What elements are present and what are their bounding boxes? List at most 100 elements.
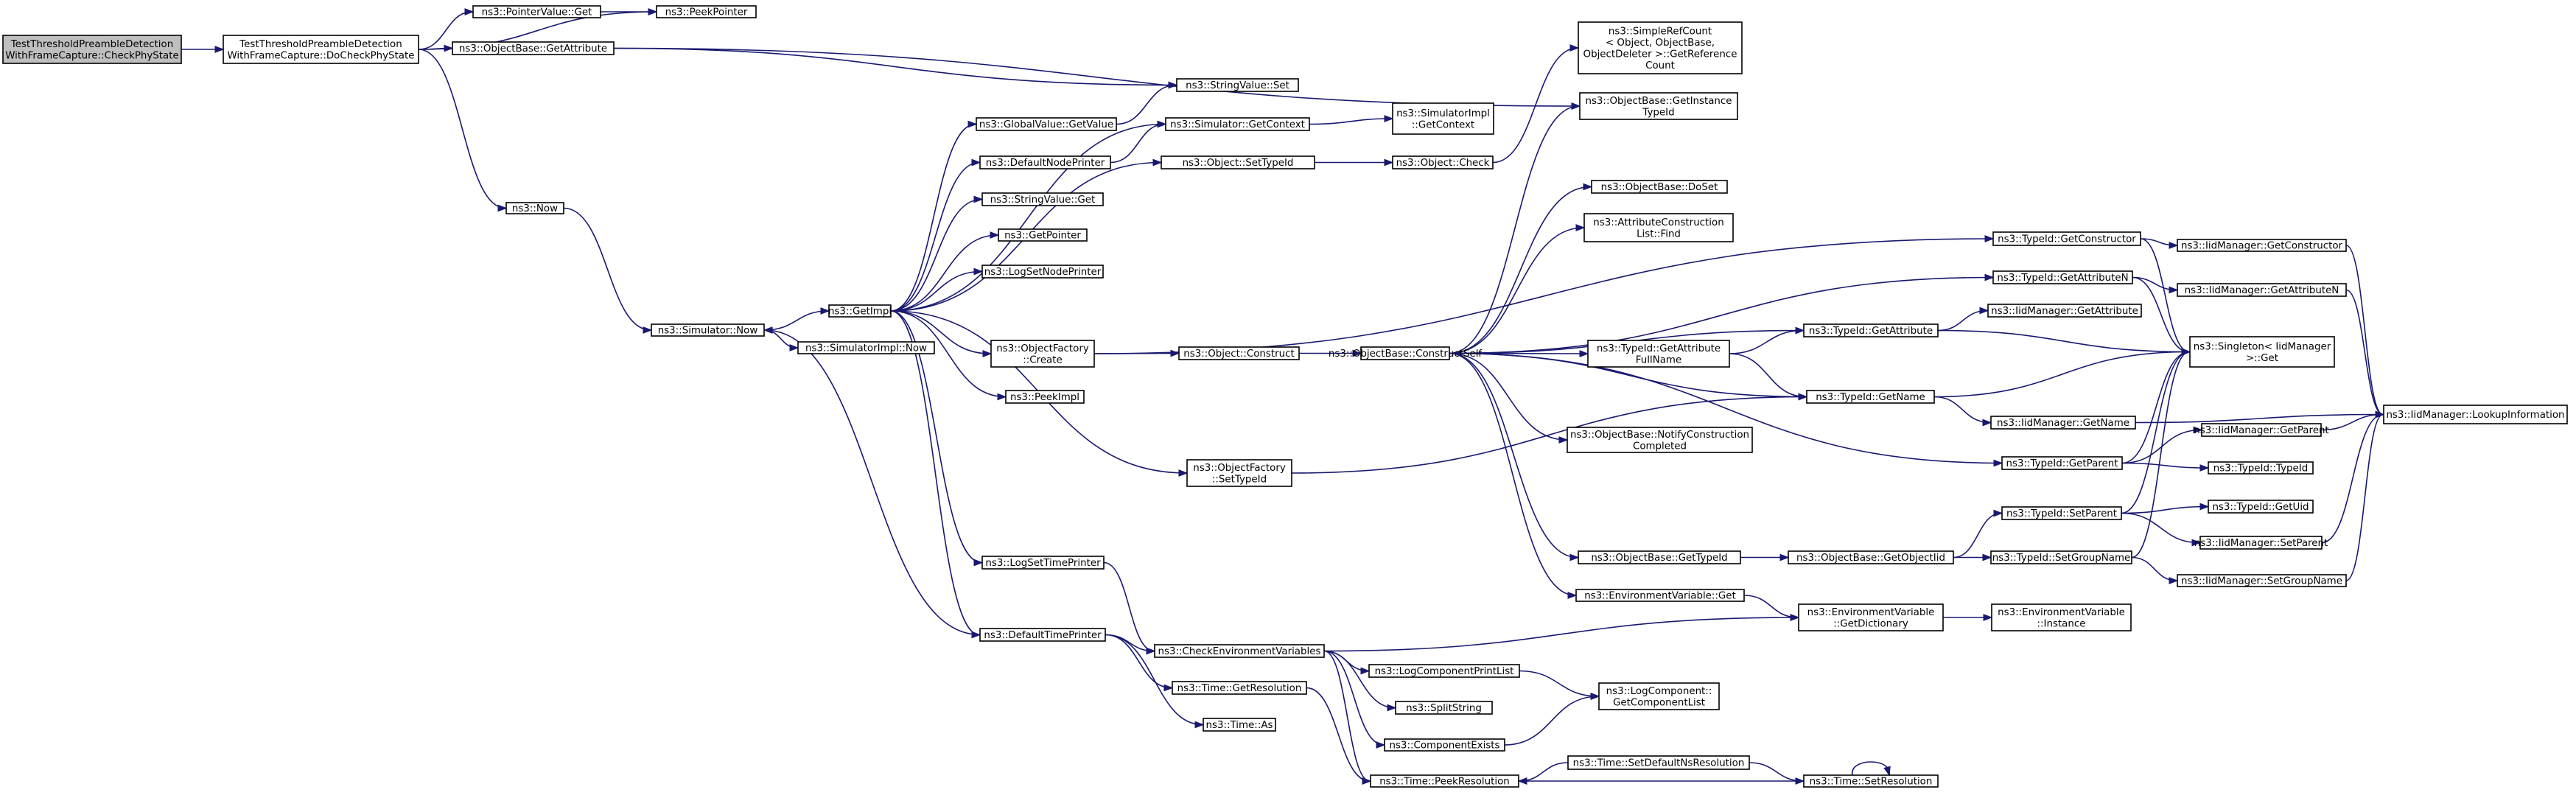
graph-node[interactable]: ns3::EnvironmentVariable::Get xyxy=(1575,589,1745,602)
edge-line xyxy=(1504,696,1599,746)
graph-node[interactable]: ns3::ObjectBase::ConstructSelf xyxy=(1329,346,1483,360)
graph-node[interactable]: ns3::EnvironmentVariable::Instance xyxy=(1991,603,2132,631)
node-box xyxy=(1806,390,1935,404)
call-edge xyxy=(890,310,993,357)
node-box xyxy=(1587,340,1730,368)
graph-node[interactable]: ns3::TypeId::GetParent xyxy=(2001,456,2123,470)
graph-node[interactable]: ns3::Time::PeekResolution xyxy=(1370,774,1519,788)
edge-line xyxy=(890,123,976,312)
graph-node[interactable]: ns3::LogComponentPrintList xyxy=(1368,664,1520,678)
graph-node[interactable]: ns3::TypeId::GetUid xyxy=(2208,500,2314,514)
node-box xyxy=(2189,336,2335,368)
graph-node[interactable]: ns3::PeekImpl xyxy=(1005,390,1085,404)
graph-node[interactable]: ns3::Object::SetTypeId xyxy=(1161,155,1315,169)
graph-node[interactable]: ns3::Object::Check xyxy=(1392,155,1494,169)
graph-node[interactable]: ns3::ComponentExists xyxy=(1384,738,1505,752)
graph-node[interactable]: ns3::IidManager::SetParent xyxy=(2194,536,2328,550)
graph-node[interactable]: ns3::ObjectBase::GetObjectIid xyxy=(1788,550,1954,564)
graph-node[interactable]: ns3::TypeId::GetConstructor xyxy=(1992,231,2141,246)
graph-node[interactable]: ns3::GlobalValue::GetValue xyxy=(976,117,1117,131)
graph-node[interactable]: ns3::Object::Construct xyxy=(1178,346,1300,360)
edge-arrowhead xyxy=(1152,158,1163,167)
graph-node[interactable]: ns3::LogSetNodePrinter xyxy=(981,265,1104,279)
node-box xyxy=(2177,574,2347,587)
graph-node[interactable]: ns3::CheckEnvironmentVariables xyxy=(1154,644,1325,658)
graph-node[interactable]: ns3::PointerValue::Get xyxy=(472,5,601,18)
edge-line xyxy=(2121,351,2190,464)
graph-node[interactable]: ns3::TypeId::SetGroupName xyxy=(1990,550,2132,564)
edge-line xyxy=(1110,123,1166,164)
graph-node[interactable]: ns3::TypeId::GetAttributeN xyxy=(1992,270,2133,284)
graph-node[interactable]: ns3::ObjectBase::DoSet xyxy=(1591,180,1728,194)
graph-node[interactable]: ns3::Now xyxy=(505,202,564,214)
edge-arrowhead xyxy=(1146,647,1156,655)
graph-node[interactable]: ns3::TypeId::SetParent xyxy=(2001,506,2122,520)
graph-node[interactable]: ns3::DefaultTimePrinter xyxy=(979,628,1106,642)
graph-node[interactable]: ns3::ObjectBase::GetAttribute xyxy=(452,41,615,55)
graph-node[interactable]: TestThresholdPreambleDetectionWithFrameC… xyxy=(2,35,182,64)
graph-node[interactable]: ns3::ObjectFactory::Create xyxy=(990,340,1095,368)
call-edge xyxy=(1449,352,1580,561)
graph-node[interactable]: ns3::IidManager::SetGroupName xyxy=(2177,574,2347,587)
graph-node[interactable]: ns3::StringValue::Set xyxy=(1176,78,1299,92)
node-label: ns3::Object::SetTypeId xyxy=(1183,158,1294,169)
node-label: ns3::LogSetNodePrinter xyxy=(984,267,1102,278)
node-box xyxy=(2208,500,2314,514)
graph-node[interactable]: ns3::ObjectBase::GetTypeId xyxy=(1578,550,1741,564)
graph-node[interactable]: ns3::IidManager::LookupInformation xyxy=(2383,405,2568,424)
edge-arrowhead xyxy=(2199,464,2210,472)
node-box xyxy=(1161,155,1315,169)
graph-node[interactable]: ns3::EnvironmentVariable::GetDictionary xyxy=(1798,603,1944,631)
edge-arrowhead xyxy=(1558,436,1569,444)
graph-node[interactable]: TestThresholdPreambleDetectionWithFrameC… xyxy=(223,35,419,64)
graph-node[interactable]: ns3::IidManager::GetAttribute xyxy=(1987,304,2142,318)
graph-node[interactable]: ns3::SimulatorImpl::GetContext xyxy=(1392,102,1494,135)
call-edge xyxy=(1093,349,1180,357)
graph-node[interactable]: ns3::IidManager::GetAttributeN xyxy=(2177,283,2347,297)
graph-node[interactable]: ns3::Time::As xyxy=(1203,718,1276,732)
edge-arrowhead xyxy=(1798,393,1808,401)
node-box xyxy=(2177,239,2347,252)
call-edge xyxy=(1449,352,1578,599)
graph-node[interactable]: ns3::Time::SetDefaultNsResolution xyxy=(1567,755,1750,770)
graph-node[interactable]: ns3::Time::SetResolution xyxy=(1803,774,1939,788)
node-label: ns3::Time::PeekResolution xyxy=(1379,777,1510,788)
graph-node[interactable]: ns3::TypeId::GetName xyxy=(1806,390,1935,404)
call-edge xyxy=(763,307,830,331)
node-label: ns3::SplitString xyxy=(1406,703,1482,714)
graph-node[interactable]: ns3::Simulator::Now xyxy=(651,323,765,337)
call-edge xyxy=(2131,556,2179,584)
graph-node[interactable]: ns3::PeekPointer xyxy=(656,5,757,18)
edge-arrowhead xyxy=(763,326,773,334)
graph-node[interactable]: ns3::IidManager::GetName xyxy=(1990,416,2136,430)
node-label: ns3::StringValue::Set xyxy=(1186,80,1289,91)
edge-arrowhead xyxy=(1575,224,1586,231)
graph-node[interactable]: ns3::TypeId::TypeId xyxy=(2208,461,2314,475)
graph-node[interactable]: ns3::SplitString xyxy=(1395,701,1493,715)
graph-node[interactable]: ns3::GetImpl xyxy=(828,304,892,318)
graph-node[interactable]: ns3::SimpleRefCount< Object, ObjectBase,… xyxy=(1578,21,1743,74)
call-edge xyxy=(890,120,978,312)
graph-node[interactable]: ns3::GetPointer xyxy=(998,228,1088,242)
graph-node[interactable]: ns3::StringValue::Get xyxy=(981,192,1104,206)
graph-node[interactable]: ns3::IidManager::GetParent xyxy=(2194,423,2329,437)
graph-node[interactable]: ns3::ObjectBase::NotifyConstructionCompl… xyxy=(1567,427,1753,453)
node-label: ns3::LogComponent:: xyxy=(1606,686,1712,697)
graph-node[interactable]: ns3::TypeId::GetAttribute xyxy=(1803,323,1939,337)
graph-node[interactable]: ns3::ObjectFactory::SetTypeId xyxy=(1186,459,1292,487)
edge-line xyxy=(1933,396,1991,424)
call-edge xyxy=(890,158,981,312)
node-box xyxy=(1575,589,1745,602)
graph-node[interactable]: ns3::LogComponent::GetComponentList xyxy=(1598,682,1720,710)
graph-node[interactable]: ns3::SimulatorImpl::Now xyxy=(797,341,935,354)
graph-node[interactable]: ns3::Singleton< IidManager >::Get xyxy=(2189,336,2335,368)
call-edge xyxy=(563,207,653,334)
graph-node[interactable]: ns3::IidManager::GetConstructor xyxy=(2177,239,2347,252)
graph-node[interactable]: ns3::Simulator::GetContext xyxy=(1165,117,1310,131)
graph-node[interactable]: ns3::DefaultNodePrinter xyxy=(979,155,1111,169)
graph-node[interactable]: ns3::LogSetTimePrinter xyxy=(981,556,1105,570)
graph-node[interactable]: ns3::Time::GetResolution xyxy=(1172,681,1307,695)
